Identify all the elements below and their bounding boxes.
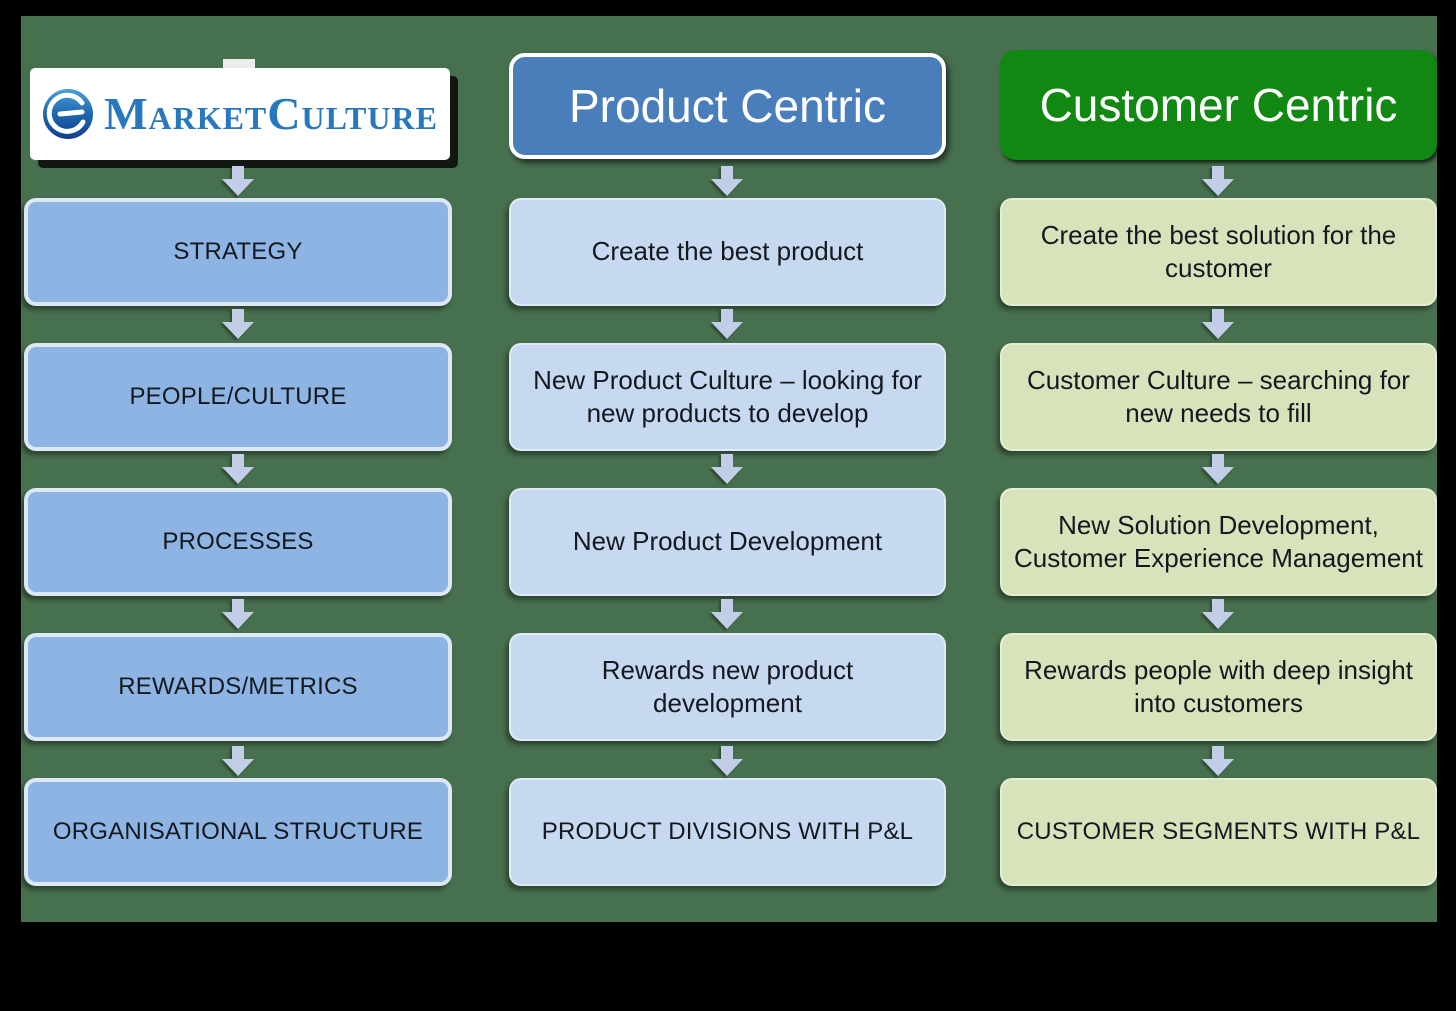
row-label: Rewards people with deep insight into cu… bbox=[1024, 654, 1413, 718]
row-label: PEOPLE/CULTURE bbox=[129, 382, 347, 410]
row-rewards-deep-insight: Rewards people with deep insight into cu… bbox=[1000, 633, 1437, 741]
row-label: Rewards new product development bbox=[601, 654, 854, 718]
down-arrow-icon bbox=[220, 454, 256, 484]
row-customer-segments: CUSTOMER SEGMENTS WITH P&L bbox=[1000, 778, 1437, 886]
row-label: Create the best product bbox=[591, 236, 864, 267]
down-arrow-icon bbox=[220, 599, 256, 629]
header-label: Product Centric bbox=[568, 80, 886, 132]
down-arrow-icon bbox=[709, 454, 745, 484]
product-centric-header: Product Centric bbox=[509, 53, 946, 159]
header-label: Customer Centric bbox=[1039, 79, 1398, 131]
row-new-product-development: New Product Development bbox=[509, 488, 946, 596]
down-arrow-icon bbox=[1200, 166, 1236, 196]
row-rewards-metrics: REWARDS/METRICS bbox=[24, 633, 452, 741]
row-strategy: STRATEGY bbox=[24, 198, 452, 306]
down-arrow-icon bbox=[220, 746, 256, 776]
logo-card: MarketCulture bbox=[30, 68, 450, 160]
row-label: PRODUCT DIVISIONS WITH P&L bbox=[541, 817, 914, 845]
row-label: Customer Culture – searching for new nee… bbox=[1027, 364, 1410, 428]
row-label: REWARDS/METRICS bbox=[118, 672, 358, 700]
down-arrow-icon bbox=[220, 309, 256, 339]
row-people-culture: PEOPLE/CULTURE bbox=[24, 343, 452, 451]
down-arrow-icon bbox=[709, 309, 745, 339]
down-arrow-icon bbox=[1200, 599, 1236, 629]
customer-centric-header: Customer Centric bbox=[1000, 50, 1437, 160]
down-arrow-icon bbox=[709, 166, 745, 196]
logo-wordmark: MarketCulture bbox=[104, 88, 438, 139]
down-arrow-icon bbox=[220, 166, 256, 196]
row-label: New Solution Development, Customer Exper… bbox=[1014, 509, 1423, 573]
row-organisational-structure: ORGANISATIONAL STRUCTURE bbox=[24, 778, 452, 886]
row-rewards-new-product: Rewards new product development bbox=[509, 633, 946, 741]
row-new-product-culture: New Product Culture – looking for new pr… bbox=[509, 343, 946, 451]
down-arrow-icon bbox=[1200, 454, 1236, 484]
down-arrow-icon bbox=[1200, 746, 1236, 776]
down-arrow-icon bbox=[709, 599, 745, 629]
row-create-best-solution: Create the best solution for the custome… bbox=[1000, 198, 1437, 306]
down-arrow-icon bbox=[709, 746, 745, 776]
globe-icon bbox=[42, 88, 94, 140]
row-processes: PROCESSES bbox=[24, 488, 452, 596]
row-label: Create the best solution for the custome… bbox=[1040, 219, 1397, 283]
row-label: ORGANISATIONAL STRUCTURE bbox=[52, 817, 424, 845]
row-label: New Product Development bbox=[572, 526, 883, 557]
row-create-best-product: Create the best product bbox=[509, 198, 946, 306]
row-product-divisions: PRODUCT DIVISIONS WITH P&L bbox=[509, 778, 946, 886]
row-label: CUSTOMER SEGMENTS WITH P&L bbox=[1016, 817, 1421, 845]
row-customer-culture: Customer Culture – searching for new nee… bbox=[1000, 343, 1437, 451]
row-label: PROCESSES bbox=[162, 527, 314, 555]
row-label: STRATEGY bbox=[173, 237, 303, 265]
row-label: New Product Culture – looking for new pr… bbox=[533, 364, 922, 428]
down-arrow-icon bbox=[1200, 309, 1236, 339]
row-new-solution-development: New Solution Development, Customer Exper… bbox=[1000, 488, 1437, 596]
